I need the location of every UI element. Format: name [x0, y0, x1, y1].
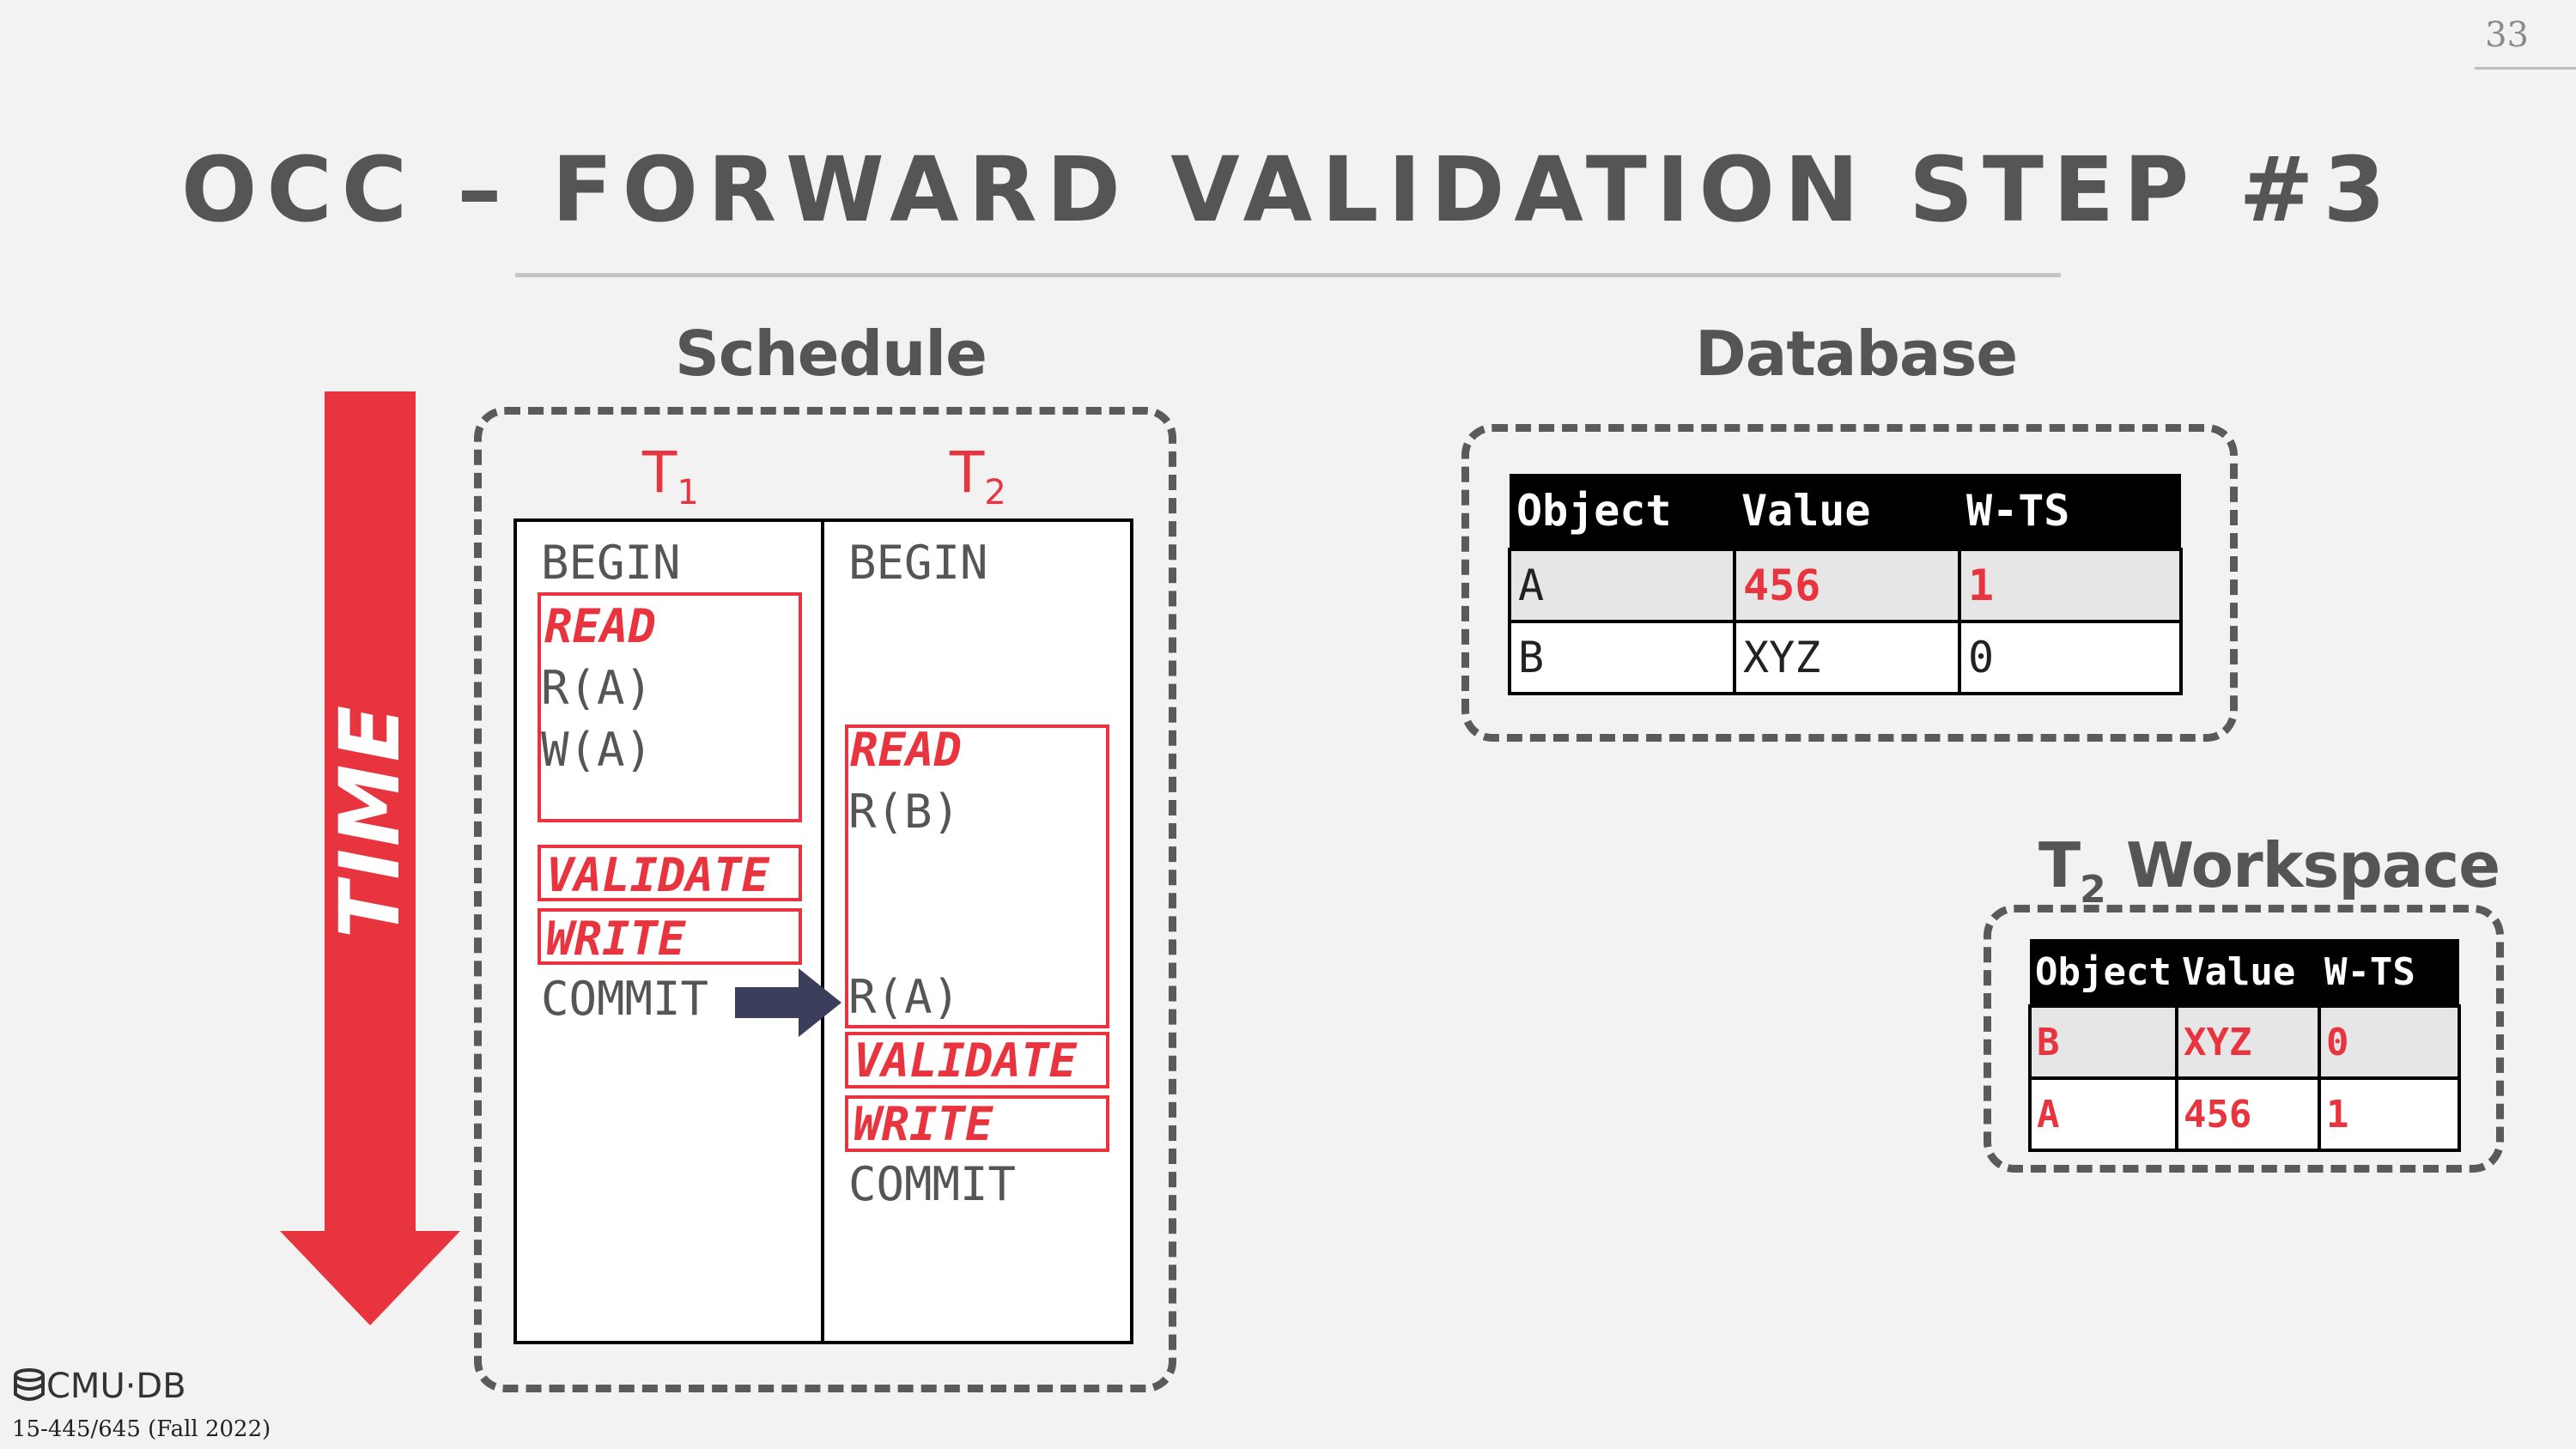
t2-header: T2 — [950, 440, 1006, 512]
workspace-header-row: Object Value W-TS — [2030, 939, 2459, 1006]
t1-read-phase-label: READ — [544, 599, 657, 653]
t1-op-read-a: R(A) — [541, 661, 653, 715]
database-header-row: Object Value W-TS — [1510, 474, 2181, 549]
t2-op-read-a: R(A) — [848, 970, 961, 1024]
schedule-column-divider — [821, 518, 824, 1344]
t2-commit: COMMIT — [848, 1157, 1017, 1211]
t1-write-label: WRITE — [546, 912, 686, 966]
page-number: 33 — [2485, 15, 2529, 55]
table-cell: 0 — [2317, 1004, 2462, 1080]
workspace-header-object: Object — [2030, 939, 2177, 1006]
table-row: A 456 1 — [2028, 1076, 2462, 1152]
page-number-rule — [2475, 67, 2576, 70]
t1-commit: COMMIT — [541, 972, 709, 1026]
database-header-wts: W-TS — [1959, 474, 2181, 549]
workspace-header-value: Value — [2176, 939, 2319, 1006]
title-underline — [515, 273, 2061, 277]
t1-begin: BEGIN — [541, 536, 681, 590]
t1-validate-label: VALIDATE — [546, 848, 770, 902]
database-icon — [14, 1368, 45, 1401]
database-header-value: Value — [1735, 474, 1959, 549]
t2-validate-box — [845, 1032, 1109, 1088]
database-dashed-frame — [1461, 424, 2238, 742]
t2-validate-label: VALIDATE — [854, 1034, 1078, 1088]
table-cell: A — [2028, 1076, 2178, 1152]
course-label: 15-445/645 (Fall 2022) — [12, 1416, 271, 1442]
table-cell: 1 — [2317, 1076, 2462, 1152]
cmu-db-logo: CMU·DB — [12, 1367, 186, 1406]
workspace-dashed-frame — [1984, 905, 2504, 1173]
time-arrow-icon — [280, 391, 460, 1325]
t1-read-phase-box — [538, 592, 802, 822]
t1-header: T1 — [642, 440, 699, 512]
table-row: B XYZ 0 — [1508, 620, 2183, 695]
table-cell: 456 — [1733, 548, 1961, 623]
table-row: A 456 1 — [1508, 548, 2183, 623]
table-cell: 456 — [2174, 1076, 2321, 1152]
t1-op-write-a: W(A) — [541, 723, 653, 777]
commit-pointer-arrow-icon — [735, 968, 841, 1037]
table-cell: 0 — [1958, 620, 2183, 695]
table-cell: XYZ — [2174, 1004, 2321, 1080]
time-label: TIME — [322, 702, 418, 939]
database-label: Database — [1695, 318, 2018, 390]
table-cell: 1 — [1958, 548, 2183, 623]
t1-write-box — [538, 908, 802, 965]
t2-begin: BEGIN — [848, 536, 988, 590]
schedule-dashed-frame — [474, 407, 1176, 1392]
slide-title: OCC – FORWARD VALIDATION STEP #3 — [181, 137, 2395, 242]
t2-read-phase-label: READ — [850, 723, 963, 777]
t2-write-box — [845, 1095, 1109, 1152]
database-header-object: Object — [1510, 474, 1735, 549]
workspace-header-wts: W-TS — [2318, 939, 2459, 1006]
workspace-table: Object Value W-TS B XYZ 0 A 456 1 — [2028, 939, 2462, 1152]
workspace-label: T2 Workspace — [2038, 829, 2500, 912]
table-cell: XYZ — [1733, 620, 1961, 695]
database-table: Object Value W-TS A 456 1 B XYZ 0 — [1508, 474, 2183, 695]
table-row: B XYZ 0 — [2028, 1004, 2462, 1080]
t1-validate-box — [538, 845, 802, 901]
table-cell: A — [1508, 548, 1736, 623]
table-cell: B — [2028, 1004, 2178, 1080]
t2-op-read-b: R(B) — [848, 785, 961, 839]
schedule-label: Schedule — [675, 318, 987, 390]
table-cell: B — [1508, 620, 1736, 695]
t2-write-label: WRITE — [854, 1097, 993, 1151]
t2-read-phase-box — [845, 724, 1109, 1028]
